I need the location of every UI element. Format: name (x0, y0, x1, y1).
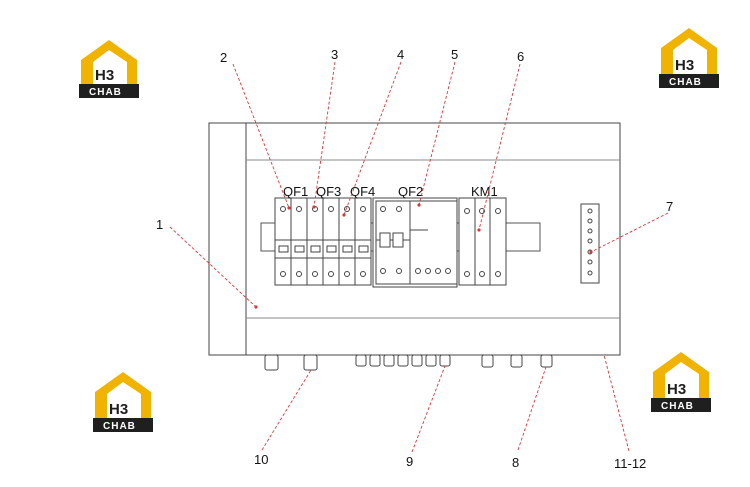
label-qf3: QF3 (316, 184, 341, 199)
leader-11-12 (603, 354, 630, 452)
logo-top-right: H3 CHAB (659, 28, 719, 88)
leader-2 (232, 63, 290, 209)
callout-7: 7 (666, 199, 673, 214)
callout-3: 3 (331, 47, 338, 62)
logo-bottom-right: H3 CHAB (651, 352, 711, 412)
callout-11-12: 11-12 (614, 456, 646, 471)
leader-9 (411, 365, 446, 453)
callout-6: 6 (517, 49, 524, 64)
cable-glands (264, 354, 553, 371)
callout-10: 10 (254, 452, 268, 467)
logo-top-left: H3 CHAB (79, 40, 139, 98)
label-qf2: QF2 (398, 184, 423, 199)
logo-subtext: CHAB (661, 401, 694, 412)
logo-mark: H3 (667, 381, 686, 398)
logo-bottom-left: H3 CHAB (93, 372, 153, 432)
logo-subtext: CHAB (103, 421, 136, 432)
contactor-km1 (458, 197, 507, 286)
callout-9: 9 (406, 454, 413, 469)
breaker-group-small (274, 197, 372, 286)
callout-8: 8 (512, 455, 519, 470)
callout-1: 1 (156, 217, 163, 232)
breaker-qf2 (372, 197, 458, 288)
leader-10 (261, 369, 312, 451)
logo-mark: H3 (109, 401, 128, 418)
leader-3 (313, 61, 336, 208)
leader-7 (590, 212, 669, 253)
callout-2: 2 (220, 50, 227, 65)
callout-5: 5 (451, 47, 458, 62)
logo-subtext: CHAB (669, 77, 702, 88)
logo-mark: H3 (675, 57, 694, 74)
callout-4: 4 (397, 47, 404, 62)
leader-1 (169, 226, 257, 308)
label-km1: KM1 (471, 184, 498, 199)
logo-mark: H3 (95, 67, 114, 84)
leader-dots (254, 203, 593, 309)
leader-8 (517, 366, 547, 451)
terminal-strip (580, 203, 600, 284)
leader-lines (169, 61, 669, 453)
leader-4 (343, 61, 402, 216)
label-qf4: QF4 (350, 184, 375, 199)
logo-subtext: CHAB (89, 87, 122, 98)
leader-5 (418, 61, 456, 206)
leader-6 (478, 63, 521, 231)
label-qf1: QF1 (283, 184, 308, 199)
